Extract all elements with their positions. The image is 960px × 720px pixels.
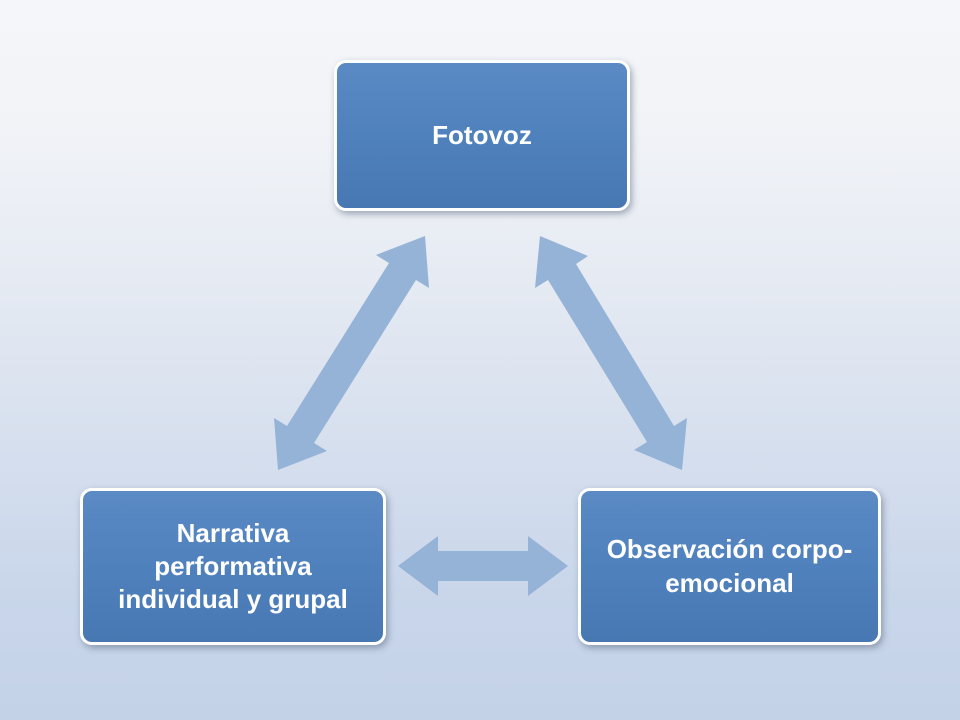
node-observacion-label: Observación corpo-emocional — [606, 534, 853, 598]
node-fotovoz: Fotovoz — [334, 60, 630, 211]
arrow-fotovoz-observacion — [535, 236, 687, 470]
arrow-fotovoz-narrativa — [274, 236, 429, 470]
node-narrativa-label: Narrativa performativa individual y grup… — [118, 517, 348, 615]
node-fotovoz-label: Fotovoz — [432, 119, 532, 150]
arrow-narrativa-observacion — [398, 536, 568, 596]
node-narrativa: Narrativa performativa individual y grup… — [80, 488, 386, 645]
node-observacion: Observación corpo-emocional — [578, 488, 881, 645]
